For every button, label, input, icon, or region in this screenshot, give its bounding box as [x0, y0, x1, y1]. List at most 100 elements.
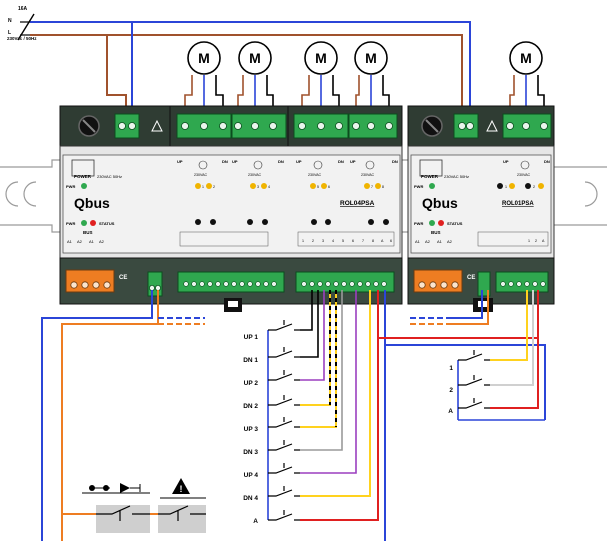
bus-terminal-a1: A1 — [67, 239, 73, 244]
led-number-8: 8 — [382, 185, 384, 189]
small-input-term-2: 2 — [535, 239, 537, 243]
small-switch-label-1: 1 — [449, 365, 453, 372]
small-led-1 — [509, 183, 515, 189]
small-bus-a1b: A1 — [437, 239, 443, 244]
small-power-rating: 230VAC 50Hz — [444, 174, 469, 179]
main-model-label: ROL04PSA — [340, 200, 375, 207]
motor-4: M — [354, 41, 390, 112]
small-bus-title: BUS — [431, 230, 441, 235]
motor-5-label: M — [520, 50, 532, 66]
led-number-4: 4 — [268, 185, 270, 189]
switch-label-dn1: DN 1 — [243, 357, 258, 364]
input-schematic — [179, 231, 395, 247]
motor-2-label: M — [249, 50, 261, 66]
motor-rating-1: 230VAC — [194, 173, 208, 177]
mark-up-3: UP — [296, 159, 302, 164]
led-number-3: 3 — [257, 185, 259, 189]
small-input-schematic — [477, 231, 549, 247]
power-title: POWER — [74, 174, 92, 179]
supply-voltage: 230Vac / 50Hz — [7, 36, 37, 41]
ce-mark: CE — [119, 275, 127, 281]
main-input-wiring — [267, 290, 546, 541]
motor-3: M — [301, 41, 340, 112]
channel-motor-icons — [198, 160, 375, 170]
input-term-5: 5 — [342, 239, 344, 243]
input-term-3: 3 — [322, 239, 324, 243]
status-led — [90, 220, 96, 226]
small-led-number-2: 2 — [533, 185, 535, 189]
main-switches: UP 1 DN 1 UP 2 DN 2 UP 3 DN 3 UP 4 DN 4 … — [243, 320, 300, 525]
motor-5: M — [509, 41, 545, 112]
channel-buttons — [195, 219, 389, 225]
small-pwr-label: PWR — [414, 184, 423, 189]
switch-label-dn2: DN 2 — [243, 403, 258, 410]
led-number-6: 6 — [328, 185, 330, 189]
motor-1: M — [184, 41, 224, 112]
mark-dn-1: DN — [222, 159, 228, 164]
bus-terminal-a2b: A2 — [99, 239, 105, 244]
warning-triangle-icon — [151, 119, 163, 132]
brand-logo: Qbus — [74, 195, 110, 211]
small-switch-label-a: A — [448, 408, 453, 415]
small-ce-mark: CE — [467, 275, 475, 281]
switch-label-a: A — [253, 518, 258, 525]
led-number-2: 2 — [213, 185, 215, 189]
motor-1-label: M — [198, 50, 210, 66]
mark-dn-2: DN — [278, 159, 284, 164]
mark-up-4: UP — [350, 159, 356, 164]
status-label: STATUS — [99, 221, 115, 226]
neutral-label: N — [8, 18, 12, 24]
small-status-led — [438, 220, 444, 226]
input-term-2: 2 — [312, 239, 314, 243]
power-rating: 230VAC 50Hz — [97, 174, 122, 179]
small-led-2 — [538, 183, 544, 189]
small-bus-a2b: A2 — [447, 239, 453, 244]
switch-label-up2: UP 2 — [244, 380, 259, 387]
bus-accessories: ! — [62, 478, 206, 533]
small-module: POWER 230VAC 50Hz PWR UP DN 230VAC 1 2 Q… — [407, 105, 555, 312]
small-status-label: STATUS — [447, 221, 463, 226]
main-module: POWER 230VAC 50Hz PWR Qbus PWR STATUS BU… — [59, 105, 403, 312]
small-pwr-label-2: PWR — [414, 221, 423, 226]
small-model-label: ROL01PSA — [502, 201, 534, 207]
small-input-term-1: 1 — [528, 239, 530, 243]
pwr-led-2 — [81, 220, 87, 226]
small-button-2 — [525, 183, 531, 189]
breaker-rating: 16A — [18, 6, 28, 12]
channel-marks: UP DN UP DN UP DN UP DN — [177, 159, 398, 164]
small-power-terminal — [453, 113, 479, 139]
small-warning-triangle-icon — [486, 119, 498, 132]
small-led-number-1: 1 — [505, 185, 507, 189]
motors: M M M M M — [184, 41, 545, 112]
motor-rating-2: 230VAC — [248, 173, 262, 177]
bus-terminal-a2: A2 — [77, 239, 83, 244]
motor-4-label: M — [365, 50, 377, 66]
small-switch-label-2: 2 — [449, 387, 453, 394]
alarm-mark: ! — [180, 484, 183, 494]
input-term-8: 8 — [372, 239, 374, 243]
motor-rating-4: 230VAC — [361, 173, 375, 177]
accessory-box-2 — [158, 505, 206, 533]
motor-3-label: M — [315, 50, 327, 66]
detector-symbol-icon — [82, 483, 150, 494]
small-pwr-led — [429, 183, 435, 189]
input-term-6b: 6 — [390, 239, 392, 243]
mark-up-1: UP — [177, 159, 183, 164]
input-term-1: 1 — [302, 239, 304, 243]
mark-dn-3: DN — [338, 159, 344, 164]
line-label: L — [8, 30, 11, 36]
small-bus-a2: A2 — [425, 239, 431, 244]
input-term-7: 7 — [362, 239, 364, 243]
motor-rating-3: 230VAC — [308, 173, 322, 177]
small-power-title: POWER — [421, 174, 439, 179]
small-channel-marks: UP DN — [503, 159, 550, 164]
bottom-terminals: CE — [65, 269, 395, 312]
led-number-5: 5 — [317, 185, 319, 189]
alarm-warning-icon: ! — [160, 478, 206, 499]
pwr-led — [81, 183, 87, 189]
small-button-1 — [497, 183, 503, 189]
supply-wiring — [30, 21, 471, 112]
input-term-6: 6 — [352, 239, 354, 243]
circuit-breaker: 16A N L 230Vac / 50Hz — [7, 6, 37, 41]
